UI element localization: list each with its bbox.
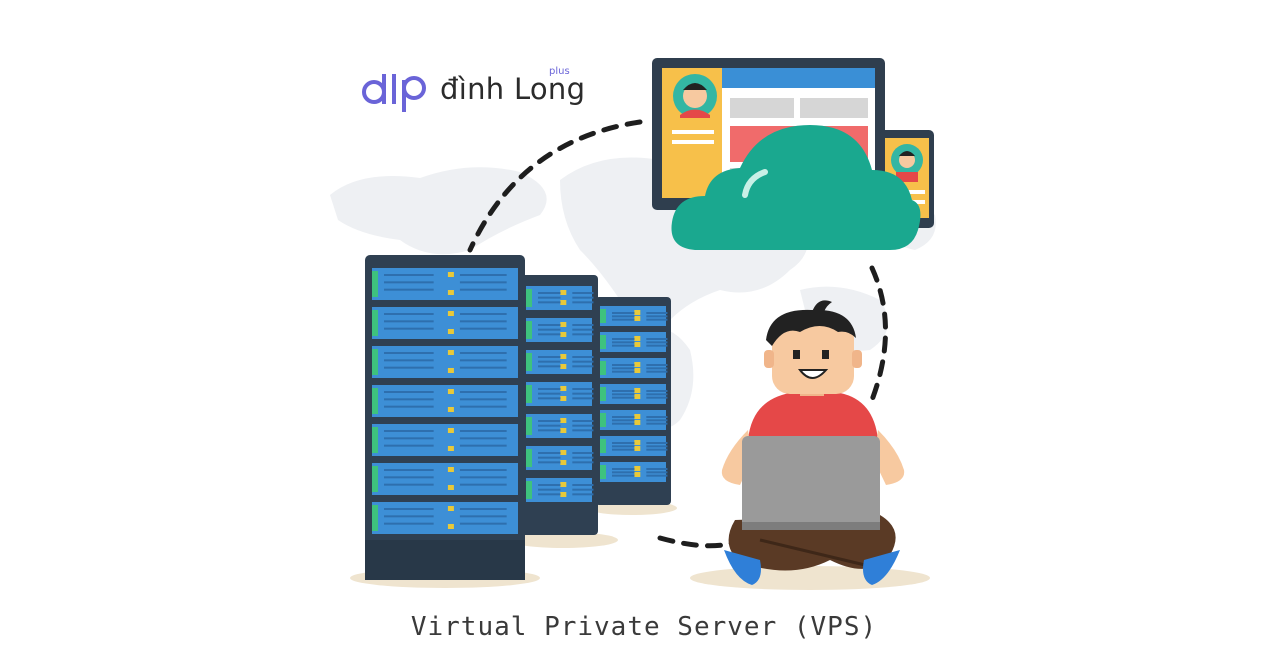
server-unit [526, 382, 594, 406]
server-unit [526, 350, 594, 374]
person-with-laptop-icon [721, 300, 905, 585]
server-unit [372, 385, 518, 417]
server-unit [600, 306, 668, 326]
server-unit [600, 462, 668, 482]
brand-tag: plus [549, 66, 570, 77]
server-rack-icon [595, 297, 671, 505]
illustration-caption: Virtual Private Server (VPS) [410, 612, 878, 642]
server-unit [372, 502, 518, 534]
server-unit [600, 410, 668, 430]
server-unit [600, 436, 668, 456]
server-unit [526, 478, 594, 502]
server-unit [600, 332, 668, 352]
server-unit [526, 446, 594, 470]
server-unit [372, 346, 518, 378]
server-unit [372, 424, 518, 456]
brand-logo: đình Long plus [360, 66, 590, 116]
server-unit [526, 414, 594, 438]
brand-mark-icon [362, 74, 426, 112]
server-unit [526, 318, 594, 342]
server-rack-icon [365, 255, 525, 580]
server-unit [526, 286, 594, 310]
server-unit [372, 268, 518, 300]
server-rack-icon [520, 275, 598, 535]
server-unit [600, 358, 668, 378]
server-unit [600, 384, 668, 404]
server-unit [372, 307, 518, 339]
brand-name: đình Long [440, 72, 586, 106]
server-unit [372, 463, 518, 495]
cloud-icon [671, 125, 921, 250]
